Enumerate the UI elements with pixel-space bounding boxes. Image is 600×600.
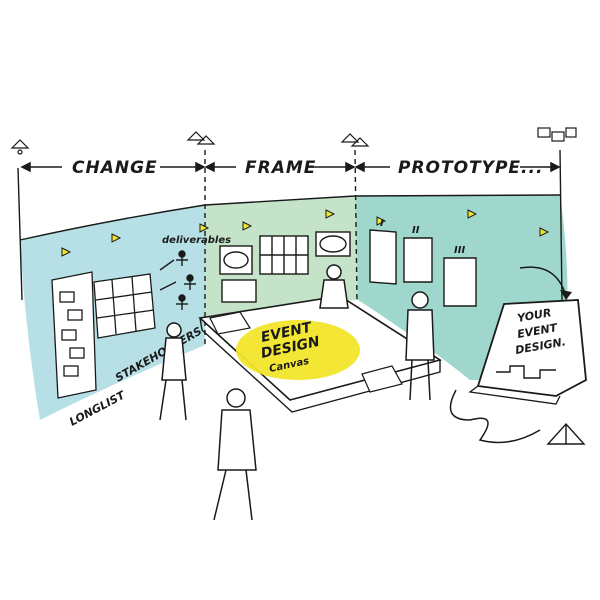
person-front bbox=[213, 388, 257, 521]
arrow-to-sign bbox=[519, 266, 567, 297]
frame-numeral-3: III bbox=[454, 245, 465, 256]
person-left bbox=[159, 322, 187, 421]
stakeholder-grid bbox=[93, 273, 156, 339]
yellow-markers bbox=[61, 209, 550, 257]
loop-arrow bbox=[449, 389, 541, 444]
canvas-highlight bbox=[236, 320, 360, 380]
frame-numeral-2: II bbox=[412, 225, 420, 236]
event-design-sign bbox=[468, 299, 587, 405]
stage-label-frame: FRAME bbox=[245, 158, 316, 178]
tent-icon bbox=[546, 422, 586, 445]
wall-edges bbox=[17, 149, 563, 345]
tent-icon-1 bbox=[10, 139, 30, 155]
longlist-board bbox=[51, 271, 97, 399]
stage-label-prototype: PROTOTYPE... bbox=[398, 158, 543, 178]
label-deliverables: deliverables bbox=[162, 235, 231, 246]
frame-numeral-1: I bbox=[380, 218, 384, 229]
sign-line-1: YOUR bbox=[516, 306, 552, 325]
crowd-icon bbox=[537, 127, 577, 142]
stakeholder-figures bbox=[159, 250, 196, 310]
tent-icon-3 bbox=[340, 133, 370, 147]
frame-boards bbox=[219, 231, 351, 303]
tent-icon-2 bbox=[186, 131, 216, 145]
prototype-boards bbox=[369, 229, 477, 307]
person-right bbox=[405, 291, 435, 401]
stage-label-change: CHANGE bbox=[72, 158, 158, 178]
person-back bbox=[319, 264, 349, 309]
timeline bbox=[20, 161, 561, 173]
table-sheets bbox=[209, 311, 403, 393]
